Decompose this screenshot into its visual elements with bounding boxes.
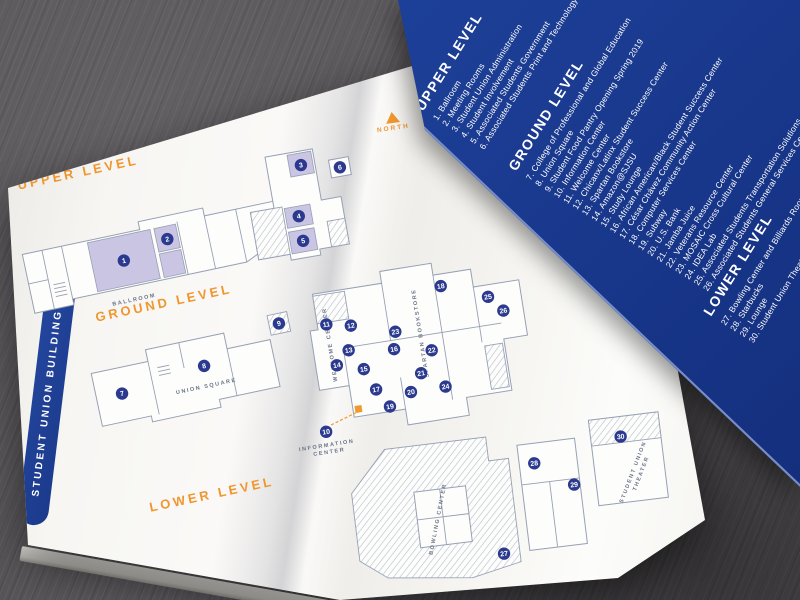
room-marker: 11	[320, 318, 333, 331]
room-marker: 8	[197, 359, 211, 373]
room-marker: 29	[567, 478, 581, 491]
interior-walls	[417, 488, 469, 545]
room-marker: 15	[357, 362, 370, 376]
hatched-area	[312, 290, 350, 325]
room-marker: 2	[161, 232, 174, 246]
stairs-glyph	[157, 364, 171, 376]
svg-text:28: 28	[530, 460, 539, 468]
svg-text:16: 16	[390, 346, 399, 354]
room-marker: 20	[404, 385, 418, 399]
svg-text:9: 9	[276, 320, 281, 328]
room-marker: 26	[497, 304, 510, 317]
interior-walls	[28, 209, 248, 310]
svg-text:8: 8	[202, 363, 207, 371]
svg-text:30: 30	[616, 433, 625, 441]
svg-text:25: 25	[484, 294, 493, 302]
room-marker: 21	[414, 367, 428, 380]
svg-text:27: 27	[500, 551, 509, 559]
hatched-area	[587, 411, 662, 447]
room-marker: 7	[115, 387, 129, 400]
building-outline	[309, 262, 529, 426]
svg-text:11: 11	[322, 321, 331, 329]
ground-level-center-plan: WELCOME CENTER SPARTAN BOOKSTORE 10 INFO…	[299, 262, 529, 458]
room-marker: 3	[294, 158, 308, 172]
svg-text:3: 3	[299, 162, 304, 170]
svg-text:29: 29	[570, 482, 579, 490]
room-marker: 1	[117, 254, 131, 267]
svg-text:14: 14	[333, 362, 342, 370]
room-marker: 27	[497, 547, 511, 560]
room-marker: 18	[434, 279, 447, 293]
interior-walls	[342, 275, 502, 410]
room-marker: 16	[387, 342, 401, 356]
ground-level-floor-plan: 7 8 9 UNION SQUARE	[90, 311, 292, 427]
hatched-area	[484, 342, 510, 390]
room-marker: 13	[342, 344, 355, 357]
svg-text:2: 2	[165, 236, 170, 244]
interior-walls	[521, 477, 580, 548]
room-marker: 24	[439, 380, 452, 393]
svg-text:26: 26	[499, 307, 508, 315]
svg-text:19: 19	[386, 403, 395, 411]
info-center-marker-box	[354, 404, 363, 413]
svg-text:18: 18	[436, 283, 445, 291]
lower-level-floor-plan: BOWLING CENTER STUDENT UNION THEATER 27 …	[351, 411, 669, 579]
svg-text:21: 21	[417, 370, 426, 378]
svg-text:17: 17	[372, 386, 381, 394]
upper-level-cluster-plan: 3 4 5 6	[249, 148, 352, 261]
svg-text:22: 22	[427, 347, 436, 355]
building-outline	[90, 332, 281, 427]
stairs-glyph	[53, 281, 68, 297]
svg-text:24: 24	[441, 383, 450, 391]
room-marker: 30	[614, 430, 627, 443]
room-marker: 9	[272, 317, 286, 330]
hatched-area	[326, 217, 350, 248]
room-marker: 19	[383, 400, 397, 413]
svg-text:7: 7	[120, 391, 125, 399]
room-marker: 28	[528, 457, 541, 470]
meeting-room	[158, 249, 187, 279]
room-marker: 4	[292, 209, 305, 223]
room-marker: 5	[296, 234, 310, 248]
svg-text:15: 15	[360, 366, 369, 374]
svg-text:10: 10	[322, 429, 331, 437]
svg-text:1: 1	[121, 258, 126, 266]
room-marker: 14	[330, 359, 344, 372]
svg-text:13: 13	[344, 347, 353, 355]
room-marker: 12	[344, 319, 358, 332]
room-marker: 23	[389, 325, 402, 338]
svg-text:5: 5	[301, 238, 306, 246]
interior-walls	[147, 342, 238, 415]
hatched-area	[249, 206, 291, 261]
svg-text:4: 4	[296, 213, 301, 221]
svg-text:6: 6	[338, 164, 343, 172]
info-center-leader-line	[330, 412, 356, 426]
svg-text:23: 23	[391, 329, 400, 337]
svg-text:12: 12	[347, 322, 356, 330]
room-marker: 25	[481, 290, 495, 304]
svg-text:20: 20	[407, 389, 416, 397]
room-marker: 10	[319, 425, 333, 439]
room-marker: 22	[425, 344, 438, 357]
room-marker: 17	[369, 383, 383, 396]
room-marker: 6	[333, 161, 347, 174]
